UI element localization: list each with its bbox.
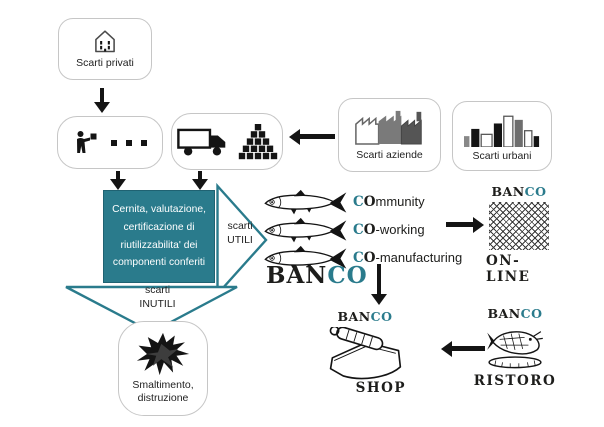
co-item-row: CO-working <box>262 216 425 244</box>
node-scarti-privati: Scarti privati <box>58 18 152 80</box>
co-item-label: CO-working <box>353 222 425 238</box>
node-banco-ristoro: BANCO RISTORO <box>474 306 555 389</box>
banco-logo: BANCO <box>491 184 547 199</box>
flame-icon <box>136 333 190 376</box>
node-collection-transport <box>171 113 283 170</box>
crates-pyramid-icon <box>238 123 277 159</box>
certification-text: Cernita, valutazione, certificazione di … <box>112 204 206 269</box>
co-item-label: COmmunity <box>353 194 425 210</box>
node-banco-shop: BANCO SHOP <box>322 309 408 396</box>
person-carrying-box-icon <box>77 130 97 153</box>
arrow-ristoro-to-shop <box>441 340 485 357</box>
grilled-fish-icon <box>487 331 543 369</box>
sardine-icon <box>262 189 348 216</box>
arrow-aziende-to-collection <box>289 128 335 145</box>
scarti-privati-label: Scarti privati <box>76 57 134 70</box>
ristoro-label: RISTORO <box>473 373 557 389</box>
node-certification: Cernita, valutazione, certificazione di … <box>103 190 215 283</box>
co-item-label: CO-manufacturing <box>353 250 463 266</box>
banco-logo: BANCO <box>487 306 543 321</box>
factory-icon <box>354 111 422 146</box>
scarti-aziende-label: Scarti aziende <box>356 149 423 162</box>
node-smaltimento: Smaltimento,distruzione <box>118 321 208 416</box>
arrow-manual-to-certification <box>109 171 127 190</box>
co-item-row: COmmunity <box>262 188 425 216</box>
smaltimento-label: Smaltimento,distruzione <box>132 379 194 404</box>
sardine-icon <box>262 217 348 244</box>
ellipsis-icon <box>111 139 147 146</box>
online-label: ON-LINE <box>486 253 531 285</box>
arrow-private-to-collection <box>93 88 111 113</box>
arrow-banco-to-online <box>446 216 484 233</box>
banco-logo: BANCO <box>337 309 393 324</box>
house-icon <box>95 30 115 53</box>
truck-icon <box>176 128 225 155</box>
node-scarti-urbani: Scarti urbani <box>452 101 552 171</box>
shop-label: SHOP <box>355 380 406 396</box>
banco-logo: BANCO <box>266 262 368 289</box>
city-buildings-icon <box>464 115 540 148</box>
node-scarti-aziende: Scarti aziende <box>338 98 441 172</box>
co-item-row: CO-manufacturing <box>262 244 462 272</box>
arrow-transport-to-certification <box>191 171 209 190</box>
node-banco-online: BANCO ON-LINE <box>486 184 552 285</box>
fishnet-icon <box>489 202 549 250</box>
node-collection-manual <box>57 116 163 169</box>
arrow-banco-to-shop <box>370 264 388 305</box>
scarti-urbani-label: Scarti urbani <box>472 150 532 163</box>
sardine-can-icon <box>329 327 402 380</box>
